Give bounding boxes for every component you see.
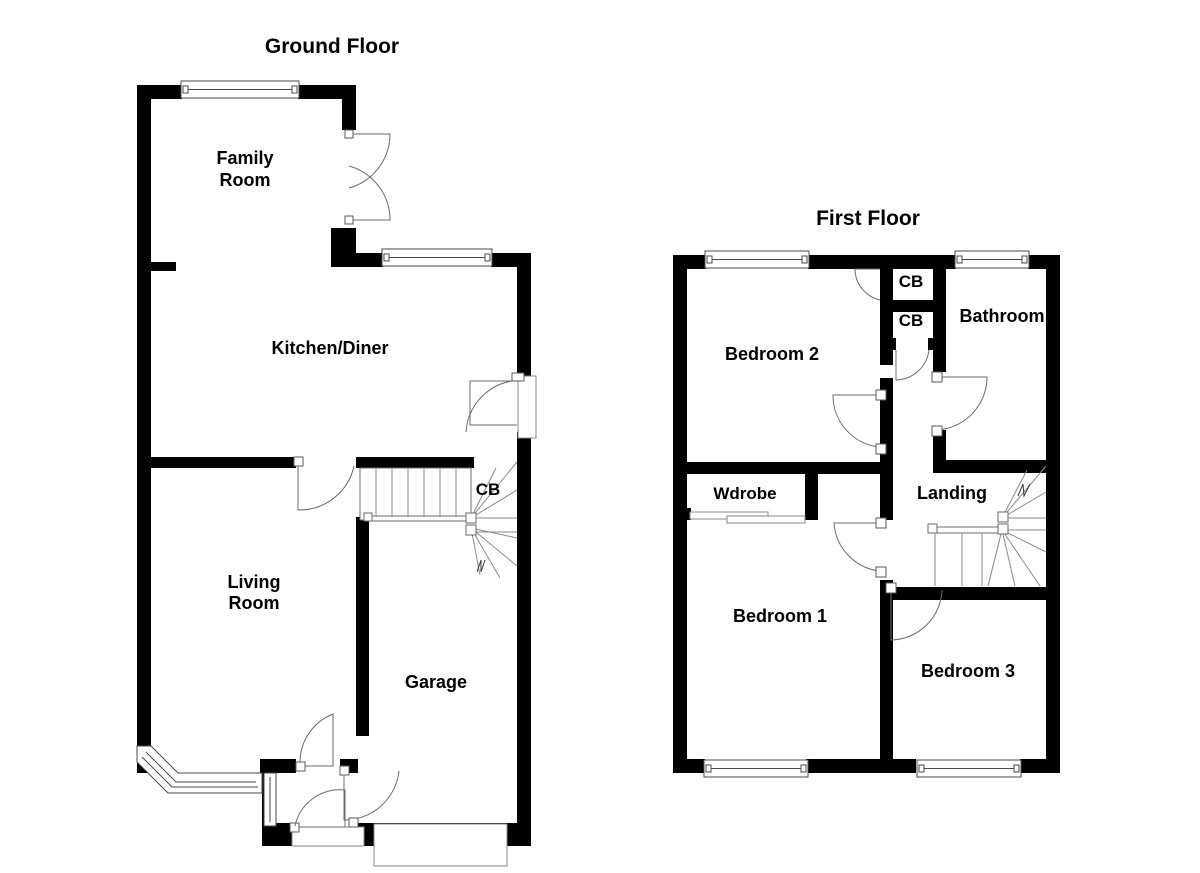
wall-cb-upper-bottom	[880, 300, 945, 312]
window-kitchen	[381, 248, 493, 267]
wall-bathroom-bottom	[933, 460, 1046, 473]
stair-newel-right-upper	[465, 512, 477, 524]
door-cupboard-lower	[895, 349, 930, 381]
room-label-bedroom-1: Bedroom 1	[733, 606, 827, 626]
wall-kitchen-top-left	[331, 253, 383, 267]
wall-ff-bottom-right	[1020, 759, 1060, 773]
window-bathroom	[954, 250, 1030, 269]
wall-bathroom-left-jamb	[933, 430, 946, 473]
door-bedroom3	[885, 582, 943, 641]
wall-wdrobe-right	[805, 462, 818, 520]
first-floor-doors	[689, 268, 988, 641]
door-family-room-double	[344, 129, 391, 225]
wall-cb-lower-jamb-right	[928, 338, 946, 350]
wall-left-stub	[151, 262, 176, 271]
wall-ff-bottom-middle	[806, 759, 916, 773]
wall-kitchen-right	[517, 253, 531, 378]
room-label-wdrobe: Wdrobe	[713, 484, 776, 503]
ground-floor-staircase	[359, 461, 518, 579]
door-wardrobe-sliding	[689, 511, 806, 524]
wall-living-bottom-right	[260, 759, 296, 773]
wall-family-top-right	[298, 85, 356, 99]
door-garage-up-and-over	[348, 817, 508, 867]
first-floor-staircase	[927, 465, 1047, 587]
stair-handrail	[363, 515, 473, 522]
stair-direction-arrow	[476, 559, 486, 573]
wall-bedroom1-right-lower	[880, 580, 893, 773]
stair-newel-landing-left	[927, 523, 938, 534]
cupboard-label-ground-cb: CB	[476, 480, 501, 499]
door-bathroom	[931, 371, 988, 437]
window-bedroom1	[703, 759, 809, 778]
wall-wdrobe-bottom-left	[673, 508, 691, 520]
first-floor-windows	[703, 250, 1030, 778]
wall-left-exterior	[137, 85, 151, 773]
door-cupboard-upper	[854, 268, 881, 301]
cupboard-label-ff-lower-cb: CB	[899, 311, 924, 330]
front-door-threshold	[291, 826, 365, 847]
window-bedroom3	[916, 759, 1022, 778]
ground-floor-doors	[289, 129, 537, 867]
stair-newel-right-lower	[465, 524, 477, 536]
room-label-bedroom-3: Bedroom 3	[921, 661, 1015, 681]
wall-right-exterior-lower	[517, 432, 531, 827]
door-kitchen-side-entrance	[465, 372, 537, 439]
wall-ff-right-exterior	[1046, 255, 1060, 773]
wall-cb-lower-jamb-left	[880, 338, 896, 350]
wall-bathroom-left-upper	[933, 255, 946, 313]
side-door-recess	[517, 375, 537, 439]
room-label-family-room-line2: Room	[220, 170, 271, 190]
stair-newel-ff-upper	[997, 511, 1009, 523]
room-label-landing: Landing	[917, 483, 987, 503]
wall-living-garage-divider	[356, 517, 369, 736]
room-label-family-room-line1: Family	[216, 148, 273, 168]
stair-treads-straight	[359, 467, 472, 521]
wall-family-right-upper	[342, 85, 356, 130]
wall-bedroom3-top-right	[963, 587, 1046, 600]
stair-direction-arrow-ff	[1017, 483, 1031, 498]
window-family-room	[180, 80, 300, 99]
window-hall-side	[263, 772, 277, 827]
door-bedroom1	[833, 517, 887, 578]
bay-window-bar-inner	[145, 751, 256, 783]
ground-floor-group: Ground Floor	[136, 35, 537, 867]
first-floor-title: First Floor	[816, 207, 920, 230]
stair-newel-left	[363, 512, 373, 522]
wall-ff-bottom-left	[673, 759, 705, 773]
wall-wdrobe-top	[673, 462, 880, 474]
wall-kitchen-living-divider-left	[146, 457, 296, 468]
room-label-bathroom: Bathroom	[960, 306, 1045, 326]
wall-bedroom3-top-left	[893, 587, 963, 600]
room-label-living-room-line2: Room	[229, 593, 280, 613]
wall-bedroom1-right-upper	[880, 462, 893, 520]
cupboard-label-ff-upper-cb: CB	[899, 272, 924, 291]
door-front-entrance	[289, 789, 365, 847]
room-label-kitchen-diner: Kitchen/Diner	[271, 338, 388, 358]
window-bedroom2	[704, 250, 810, 269]
room-label-bedroom-2: Bedroom 2	[725, 344, 819, 364]
room-label-living-room-line1: Living	[228, 572, 281, 592]
wall-hall-bottom-left	[262, 823, 294, 846]
ground-floor-title: Ground Floor	[265, 35, 399, 58]
ground-floor-windows	[180, 80, 493, 827]
room-label-garage: Garage	[405, 672, 467, 692]
first-floor-group: First Floor	[673, 207, 1060, 778]
door-hall-living	[295, 713, 334, 772]
first-floor-walls	[673, 255, 1060, 773]
stair-rail-landing	[929, 526, 1005, 534]
door-kitchen-living	[293, 456, 355, 511]
living-room-bay-window	[136, 745, 263, 794]
wall-stair-head-divider	[356, 457, 474, 468]
door-bedroom2	[832, 389, 887, 455]
bay-window-frame	[136, 745, 263, 794]
bay-window-bar-outer	[141, 756, 258, 788]
stair-newel-ff-lower	[997, 523, 1009, 535]
